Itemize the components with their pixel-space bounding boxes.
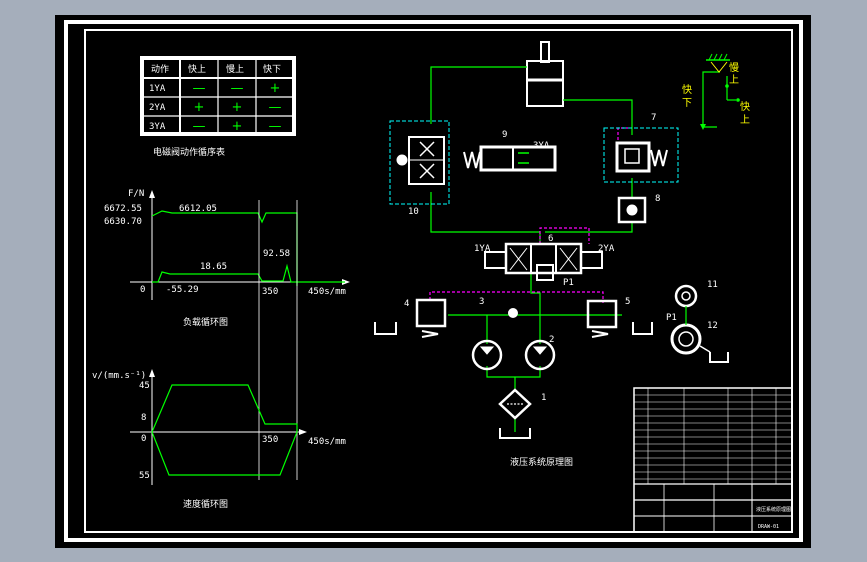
load-chart-ylabel: F/N [128, 189, 144, 199]
speed-chart-xlabel: 450s/mm [308, 437, 346, 447]
speed-chart-caption: 速度循环图 [183, 498, 228, 510]
label-12: 12 [707, 321, 718, 331]
valve-9 [463, 145, 557, 172]
motion-diagram: 慢 上 快 下 快 上 [682, 53, 750, 130]
label-2ya: 2YA [598, 244, 615, 254]
relief-valve-5 [586, 299, 653, 338]
speed-chart-ylabel: v/(mm.s⁻¹) [92, 371, 146, 381]
load-chart-ytick: 6630.70 [104, 217, 142, 227]
sequence-table: 动作 快上 慢上 快下 1YA 2YA 3YA — — + + + — — + … [140, 56, 296, 136]
load-chart-annotation: 92.58 [263, 249, 290, 259]
table-cell: — [193, 119, 206, 134]
load-chart-caption: 负载循环图 [183, 316, 228, 328]
pump-2 [524, 339, 556, 371]
motion-label: 上 [729, 74, 739, 86]
table-row-label-1ya: 1YA [149, 84, 166, 94]
table-cell: + [194, 100, 205, 115]
schematic-caption: 液压系统原理图 [510, 456, 573, 468]
load-chart-xtick: 350 [262, 287, 278, 297]
sequence-table-caption: 电磁阀动作循序表 [153, 146, 225, 158]
load-chart-ytick: 0 [140, 285, 145, 295]
motion-label: 下 [682, 98, 692, 109]
motion-label: 快 [740, 101, 750, 113]
label-1: 1 [541, 393, 546, 403]
load-chart-annotation: 18.65 [200, 262, 227, 272]
outer-border [64, 20, 803, 542]
speed-chart-xtick: 350 [262, 435, 278, 445]
speed-chart-ytick: 45 [139, 381, 150, 391]
relief-valve-4 [374, 298, 447, 338]
load-chart: F/N 6672.55 6630.70 0 6612.05 18.65 92.5… [104, 189, 350, 480]
pump-3 [471, 339, 503, 371]
table-header-fast-down: 快下 [263, 63, 281, 75]
label-6: 6 [548, 234, 553, 244]
label-9: 9 [502, 130, 507, 140]
load-chart-annotation: 6612.05 [179, 204, 217, 214]
label-2: 2 [549, 335, 554, 345]
table-header-slow-up: 慢上 [226, 63, 244, 75]
label-1ya: 1YA [474, 244, 491, 254]
motion-label: 快 [682, 84, 692, 96]
directional-valve-6 [484, 242, 603, 281]
speed-chart-ytick: 8 [141, 413, 146, 423]
table-cell: — [231, 81, 244, 96]
pressure-gauge [508, 308, 518, 318]
inner-border [84, 29, 793, 533]
table-row-label-3ya: 3YA [149, 122, 166, 132]
valve-10 [396, 136, 445, 185]
speed-chart: v/(mm.s⁻¹) 45 8 0 55 350 450s/mm [92, 369, 346, 485]
label-p1: P1 [563, 278, 574, 288]
load-chart-annotation: -55.29 [166, 285, 199, 295]
table-header-fast-up: 快上 [188, 63, 206, 75]
table-cell: — [269, 100, 282, 115]
title-block-drawing-no: DRAW-01 [758, 524, 779, 530]
hydraulic-cylinder [526, 41, 564, 107]
label-11: 11 [707, 280, 718, 290]
label-4: 4 [404, 299, 409, 309]
label-10: 10 [408, 207, 419, 217]
speed-chart-ytick: 0 [141, 434, 146, 444]
motion-label: 慢 [729, 62, 739, 74]
table-header-action: 动作 [151, 63, 169, 75]
label-3ya: 3YA [533, 141, 550, 151]
label-7: 7 [651, 113, 656, 123]
label-3: 3 [479, 297, 484, 307]
label-p1: P1 [666, 313, 677, 323]
motion-label: 上 [740, 114, 750, 126]
table-cell: — [193, 81, 206, 96]
load-chart-ytick: 6672.55 [104, 204, 142, 214]
valve-7 [615, 141, 668, 173]
component-labels: 1 2 3 4 5 6 7 8 9 10 11 12 1YA 2YA 3YA P… [404, 113, 718, 403]
speed-chart-ytick: 55 [139, 471, 150, 481]
title-block-title: 液压系统原理图 [756, 506, 791, 513]
load-chart-xlabel: 450s/mm [308, 287, 346, 297]
table-cell: + [270, 81, 281, 96]
check-valve-8 [617, 196, 647, 224]
table-cell: + [232, 119, 243, 134]
table-cell: — [269, 119, 282, 134]
label-5: 5 [625, 297, 630, 307]
hydraulic-schematic: 慢 上 快 下 快 上 1 2 3 4 5 6 7 8 9 10 11 12 1… [374, 41, 750, 439]
component-12 [670, 306, 729, 363]
table-row-label-2ya: 2YA [149, 103, 166, 113]
table-cell: + [232, 100, 243, 115]
filter-1 [498, 388, 532, 439]
label-8: 8 [655, 194, 660, 204]
title-block-rows [634, 394, 792, 480]
title-block [633, 387, 793, 533]
